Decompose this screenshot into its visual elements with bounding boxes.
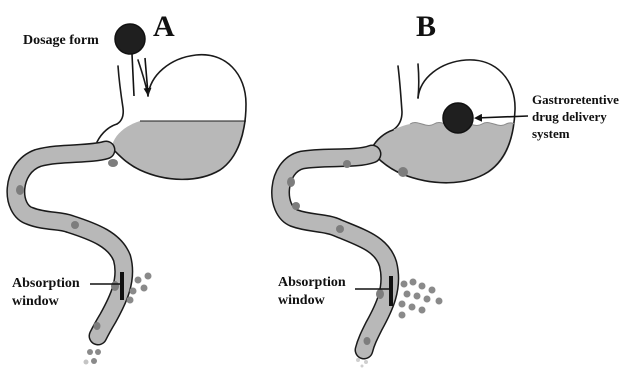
- device-label-line1: Gastroretentive: [532, 92, 619, 107]
- dosage-form-pill-icon: [115, 24, 145, 54]
- particle: [71, 221, 79, 229]
- particle: [364, 337, 371, 345]
- device-label-line3: system: [532, 126, 570, 141]
- esophagus-left-wall: [393, 66, 402, 130]
- panel-letter-b: B: [416, 10, 436, 43]
- exiting-particles: [356, 358, 368, 368]
- panel-a: A Dosage form Absorption window: [12, 10, 246, 365]
- exiting-particles: [84, 349, 102, 365]
- stomach-fluid: [372, 123, 514, 183]
- particle: [111, 281, 119, 291]
- stomach-lesser-curve: [97, 124, 117, 142]
- gastroretentive-device-icon: [443, 103, 473, 133]
- swallow-arrow-line: [132, 54, 134, 96]
- panel-b: B Gastroretentive drug delivery system A…: [278, 10, 619, 368]
- absorption-window-label-line2: window: [278, 293, 326, 308]
- particle: [398, 167, 408, 177]
- dosage-form-label: Dosage form: [23, 33, 99, 48]
- particle: [376, 289, 384, 299]
- esophagus-left-wall: [117, 66, 123, 124]
- absorption-window-label-line1: Absorption: [12, 276, 80, 291]
- absorption-window-label-line1: Absorption: [278, 275, 346, 290]
- particle: [287, 177, 295, 187]
- absorption-window-label-line2: window: [12, 294, 60, 309]
- particle: [292, 202, 300, 210]
- absorbed-drug-particles: [399, 279, 443, 319]
- particle: [94, 322, 101, 330]
- particle: [336, 225, 344, 233]
- particle: [343, 160, 351, 168]
- particle: [108, 159, 118, 167]
- particle: [16, 185, 24, 195]
- device-arrow-icon: [476, 116, 528, 118]
- stomach-fluid: [112, 121, 245, 179]
- panel-letter-a: A: [153, 10, 175, 43]
- device-label-line2: drug delivery: [532, 109, 607, 124]
- intestine-lumen: [281, 154, 390, 350]
